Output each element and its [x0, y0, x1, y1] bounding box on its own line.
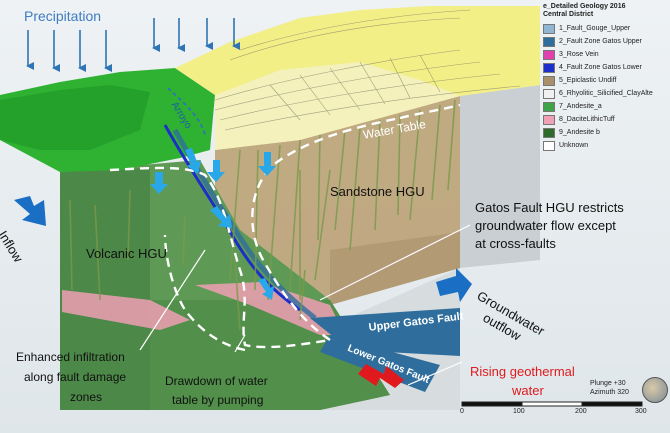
enhanced-note-line3: zones — [70, 390, 103, 404]
precipitation-arrows — [26, 18, 240, 72]
rising-geothermal-arrow — [358, 364, 404, 388]
legend-title: e_Detailed Geology 2016 Central District — [543, 3, 665, 19]
compass-icon — [642, 377, 668, 403]
legend-swatch — [543, 62, 555, 73]
enhanced-note-line2: along fault damage — [24, 370, 127, 384]
gatos-note-line3: at cross-faults — [475, 236, 556, 251]
legend-swatch — [543, 101, 555, 112]
legend-swatch — [543, 88, 555, 99]
legend: e_Detailed Geology 2016 Central District… — [543, 3, 665, 152]
gatos-note-line2: groundwater flow except — [475, 218, 616, 233]
drill-holes — [69, 99, 456, 331]
legend-swatch — [543, 23, 555, 34]
water-table-line — [109, 103, 461, 352]
legend-item: 4_Fault Zone Gatos Lower — [543, 61, 665, 74]
precipitation-label: Precipitation — [24, 8, 102, 24]
drawdown-note-line2: table by pumping — [172, 393, 264, 407]
legend-swatch — [543, 114, 555, 125]
legend-item: 2_Fault Zone Gatos Upper — [543, 35, 665, 48]
enhanced-note-line1: Enhanced infiltration — [16, 350, 125, 364]
legend-swatch — [543, 140, 555, 151]
surface-pale — [215, 62, 460, 150]
legend-title-line2: Central District — [543, 11, 594, 18]
surface-green-dark — [0, 85, 150, 150]
legend-label: 4_Fault Zone Gatos Lower — [559, 64, 642, 71]
groundwater-outflow-arrow — [436, 268, 472, 302]
legend-item: 9_Andesite b — [543, 126, 665, 139]
legend-label: 7_Andesite_a — [559, 103, 602, 110]
legend-item: 1_Fault_Gouge_Upper — [543, 22, 665, 35]
legend-item: Unknown — [543, 139, 665, 152]
rising-geothermal-line1: Rising geothermal — [470, 364, 575, 379]
back-wall-right — [460, 85, 540, 268]
volcanic-label: Volcanic HGU — [86, 246, 167, 261]
legend-swatch — [543, 75, 555, 86]
rising-geothermal-line2: water — [512, 383, 544, 398]
legend-swatch — [543, 36, 555, 47]
legend-item: 5_Epiclastic Undiff — [543, 74, 665, 87]
arroyo-path — [167, 87, 206, 136]
legend-swatch — [543, 127, 555, 138]
scale-bar — [461, 401, 643, 407]
lower-gatos-fault-zone — [320, 335, 440, 392]
dacite-body-left — [62, 290, 190, 330]
legend-item: 6_Rhyolitic_Silicified_ClayAlte — [543, 87, 665, 100]
legend-label: 5_Epiclastic Undiff — [559, 77, 617, 84]
surface-contours — [214, 9, 521, 131]
sandstone-shade — [330, 232, 460, 305]
legend-label: 9_Andesite b — [559, 129, 600, 136]
legend-label: 3_Rose Vein — [559, 51, 599, 58]
legend-item: 7_Andesite_a — [543, 100, 665, 113]
gatos-note-line1: Gatos Fault HGU restricts — [475, 200, 624, 215]
azimuth-label: Azimuth 320 — [590, 389, 629, 396]
volcanic-front-dark — [60, 168, 150, 410]
legend-label: Unknown — [559, 142, 589, 149]
sandstone-label: Sandstone HGU — [330, 184, 425, 199]
legend-item: 8_DaciteLithicTuff — [543, 113, 665, 126]
scale-tick: 300 — [635, 408, 647, 415]
callout-lines — [139, 224, 471, 386]
legend-swatch — [543, 49, 555, 60]
legend-label: 2_Fault Zone Gatos Upper — [559, 38, 642, 45]
scale-tick: 0 — [460, 408, 464, 415]
infiltration-arrows — [150, 148, 276, 300]
dacite-body — [195, 282, 345, 335]
legend-title-line1: e_Detailed Geology 2016 — [543, 3, 626, 10]
plunge-label: Plunge +30 — [590, 380, 626, 387]
scale-tick: 200 — [575, 408, 587, 415]
drawdown-note-line1: Drawdown of water — [165, 374, 268, 388]
legend-label: 8_DaciteLithicTuff — [559, 116, 615, 123]
legend-label: 6_Rhyolitic_Silicified_ClayAlte — [559, 90, 653, 97]
legend-item: 3_Rose Vein — [543, 48, 665, 61]
scale-tick: 100 — [513, 408, 525, 415]
legend-label: 1_Fault_Gouge_Upper — [559, 25, 631, 32]
inflow-arrow — [14, 196, 46, 226]
fault-trace — [163, 124, 301, 312]
